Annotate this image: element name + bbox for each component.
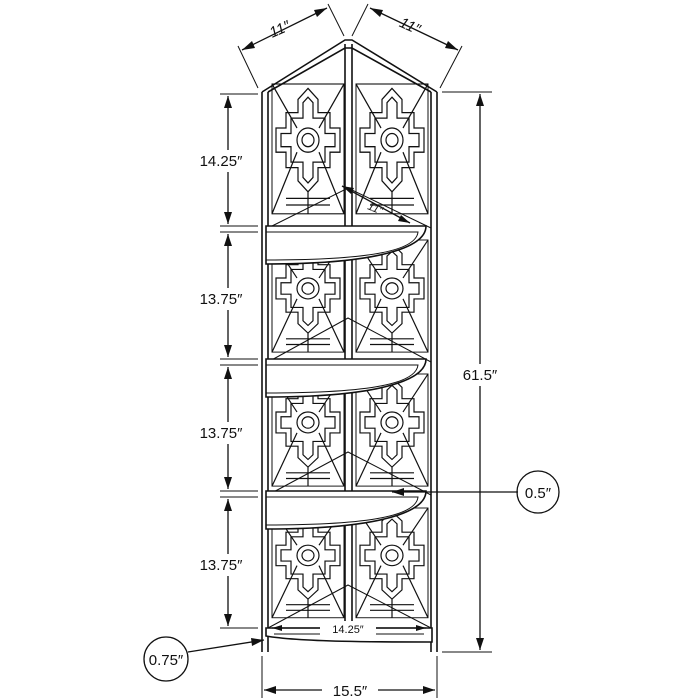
- section-2-height-label: 13.75″: [200, 291, 244, 308]
- svg-text:11″: 11″: [267, 17, 294, 41]
- section-1-height-label: 14.25″: [200, 153, 244, 170]
- dimension-section-heights: 14.25″ 13.75″ 13.75″ 13.75″: [190, 93, 258, 629]
- dimension-top-left-depth: 11″: [237, 3, 345, 89]
- dimension-top-shelf-depth: 11″: [341, 185, 411, 224]
- section-3-height-label: 13.75″: [200, 425, 244, 442]
- svg-text:11″: 11″: [366, 201, 386, 218]
- dimension-overall-width: 15.5″: [261, 656, 438, 700]
- svg-text:0.5″: 0.5″: [525, 485, 552, 502]
- svg-text:61.5″: 61.5″: [463, 367, 498, 384]
- svg-text:11″: 11″: [397, 14, 424, 38]
- dimension-bottom-shelf-width: 14.25″: [272, 621, 426, 636]
- callout-shelf-thickness: 0.5″: [392, 470, 560, 514]
- decor-panel: [271, 83, 345, 215]
- decor-panel: [355, 83, 429, 215]
- svg-text:0.75″: 0.75″: [149, 652, 184, 669]
- svg-text:15.5″: 15.5″: [333, 683, 368, 700]
- etagere-stand: [261, 39, 438, 652]
- dimension-top-right-depth: 11″: [351, 3, 463, 89]
- svg-text:14.25″: 14.25″: [332, 624, 364, 636]
- callout-foot-height: 0.75″: [143, 636, 265, 682]
- section-4-height-label: 13.75″: [200, 557, 244, 574]
- decor-panel: [355, 507, 429, 619]
- dimension-overall-height: 61.5″: [442, 91, 506, 653]
